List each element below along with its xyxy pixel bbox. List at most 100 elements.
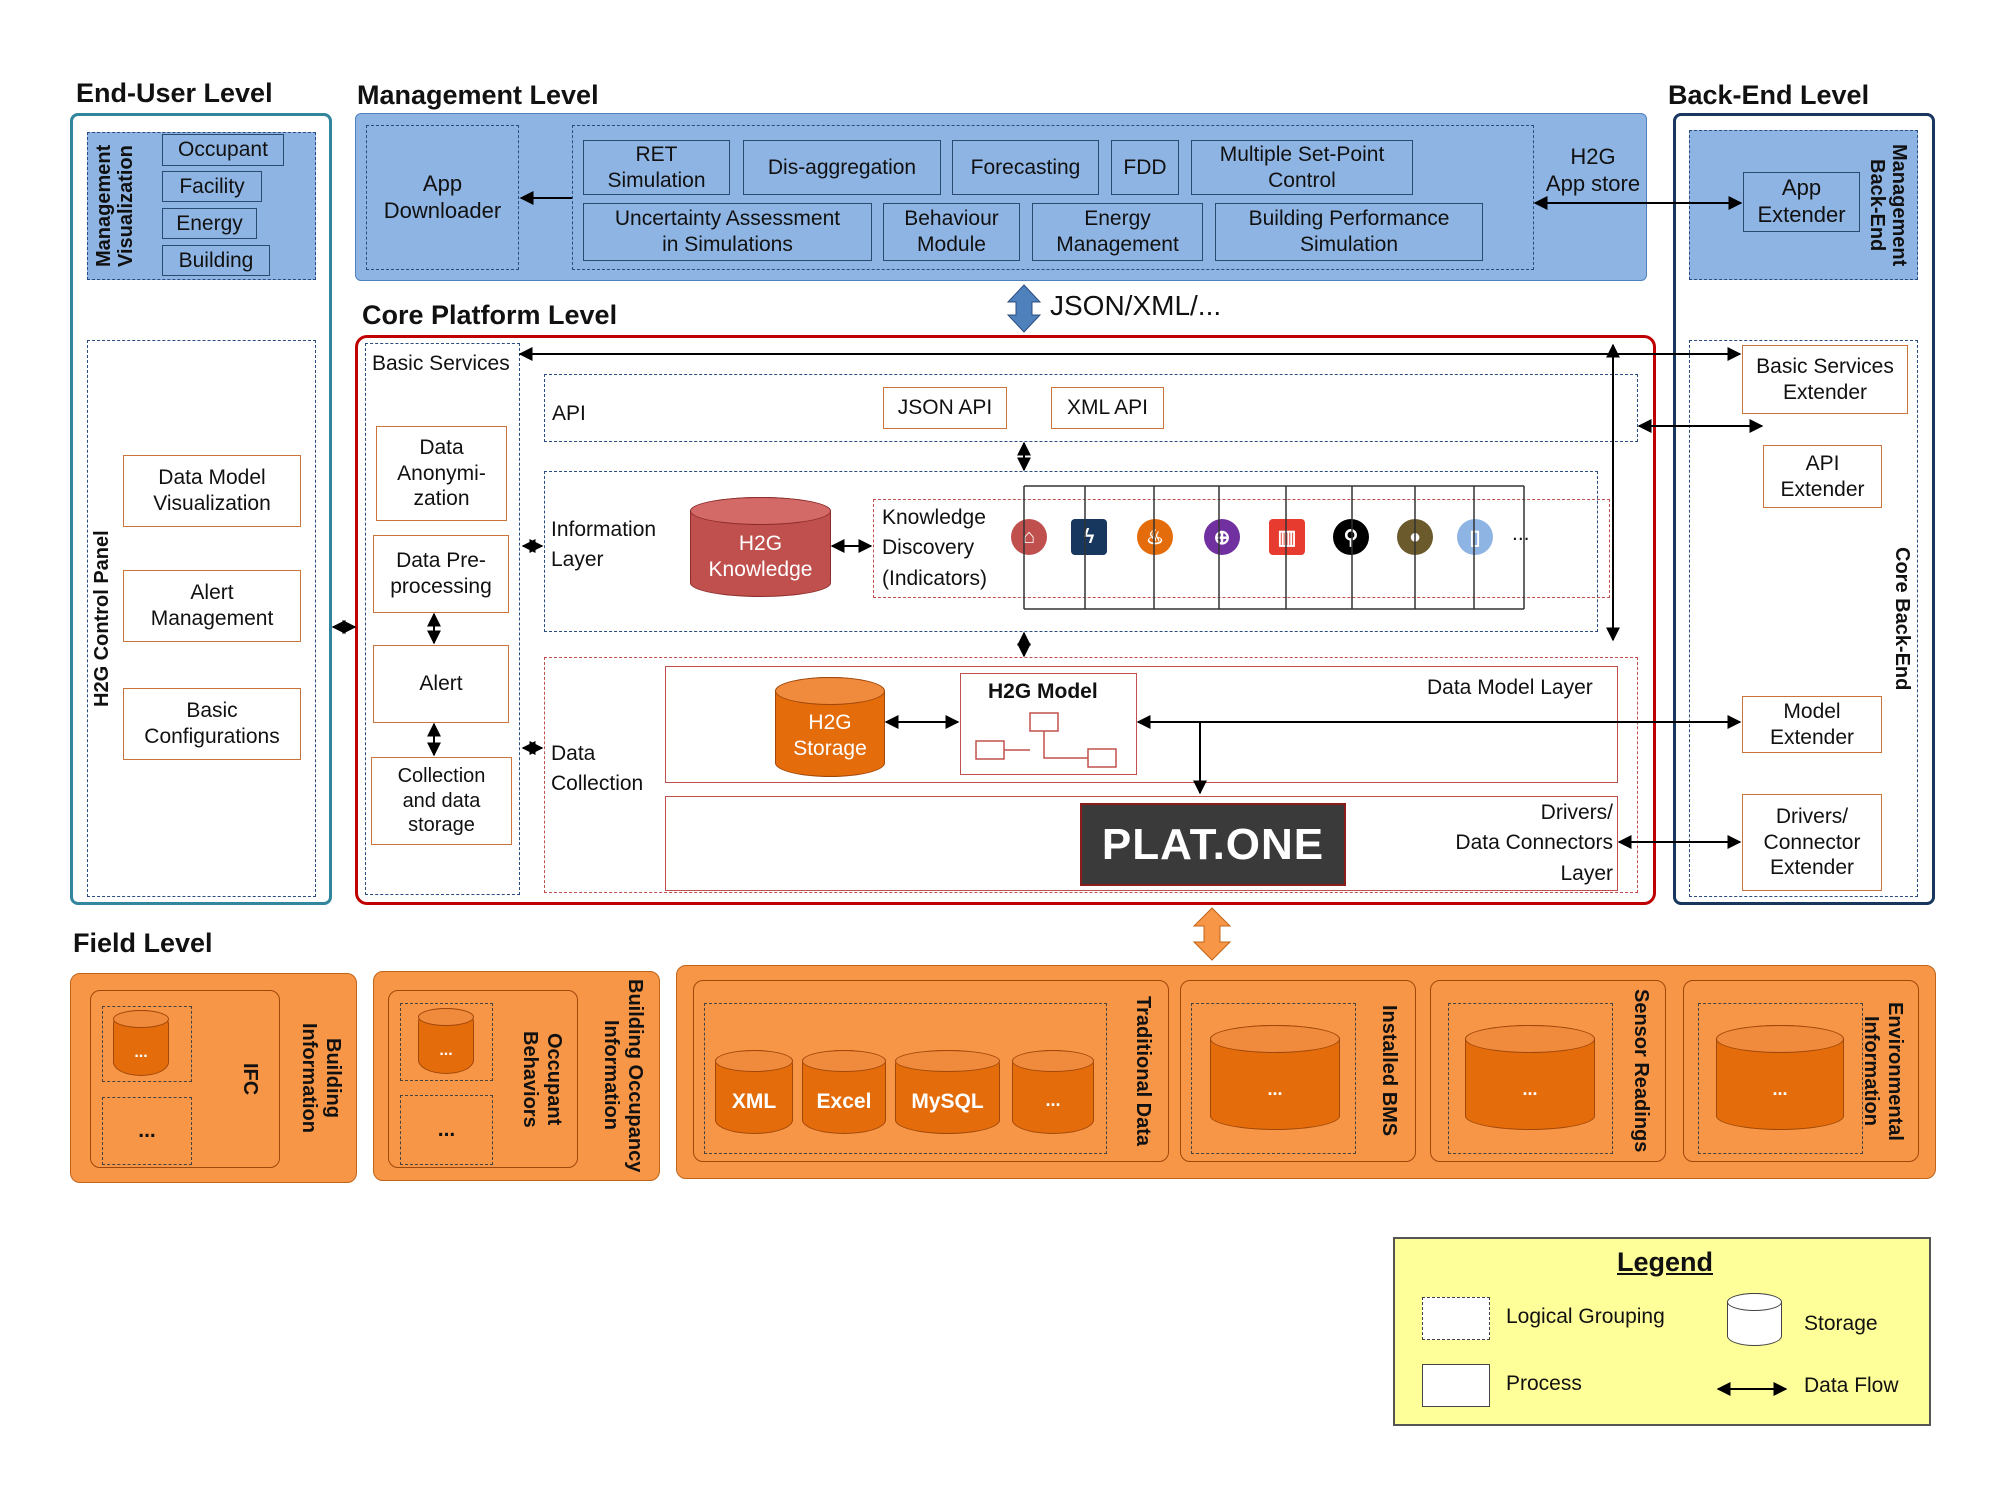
- fire-icon: ♨: [1137, 519, 1173, 555]
- app-dis-aggregation[interactable]: Dis-aggregation: [743, 140, 941, 195]
- app-multiple-set-point-control[interactable]: Multiple Set-Point Control: [1191, 140, 1413, 195]
- core-back-end-group: [1689, 340, 1918, 897]
- management-level-title: Management Level: [357, 80, 599, 110]
- mv-item-building[interactable]: Building: [162, 245, 270, 276]
- ifc-storage-slot: [102, 1006, 192, 1082]
- app-uncertainty-assessment[interactable]: Uncertainty Assessment in Simulations: [583, 203, 872, 261]
- drivers-layer-box: [665, 796, 1618, 891]
- mysql-storage: MySQL: [895, 1050, 1000, 1134]
- api-layer-group: [544, 374, 1638, 442]
- field-core-double-arrow: [1192, 907, 1232, 961]
- basic-services-group: [365, 343, 520, 895]
- json-xml-label: JSON/XML/...: [1050, 290, 1222, 321]
- app-energy-management[interactable]: Energy Management: [1032, 203, 1203, 261]
- legend-storage-label: Storage: [1804, 1312, 1878, 1335]
- end-user-level-title: End-User Level: [76, 78, 273, 108]
- lightning-icon: ϟ: [1071, 519, 1107, 555]
- sensor-readings-inner: [1448, 1003, 1613, 1154]
- app-ret-simulation[interactable]: RET Simulation: [583, 140, 730, 195]
- environmental-inner: [1698, 1003, 1863, 1154]
- ifc-storage: ...: [113, 1010, 169, 1076]
- basic-services-extender-box[interactable]: Basic Services Extender: [1742, 345, 1908, 414]
- installed-bms-group: [1180, 980, 1416, 1162]
- traditional-data-inner: [704, 1003, 1107, 1154]
- app-fdd[interactable]: FDD: [1111, 140, 1179, 195]
- ifc-other-slot: ...: [102, 1097, 192, 1165]
- xml-api-box[interactable]: XML API: [1051, 387, 1164, 429]
- data-model-layer-title: Data Model Layer: [1427, 676, 1593, 699]
- h2g-knowledge-label: H2G Knowledge: [708, 532, 813, 581]
- data-model-visualization-box[interactable]: Data Model Visualization: [123, 455, 301, 527]
- legend-title: Legend: [1617, 1247, 1714, 1277]
- legend-flow-label: Data Flow: [1804, 1374, 1899, 1397]
- legend-process-swatch: [1422, 1364, 1490, 1407]
- knowledge-discovery-title: Knowledge Discovery (Indicators): [882, 506, 988, 590]
- app-building-performance-simulation[interactable]: Building Performance Simulation: [1215, 203, 1483, 261]
- back-end-level-panel: [1673, 113, 1935, 905]
- app-downloader-group: [366, 125, 519, 270]
- h2g-control-panel-title: H2G Control Panel: [90, 530, 113, 707]
- data-collection-title: Data Collection: [551, 742, 644, 796]
- mv-item-energy[interactable]: Energy: [162, 208, 257, 239]
- app-behaviour-module[interactable]: Behaviour Module: [883, 203, 1020, 261]
- thermometer-icon: ⊕: [1204, 519, 1240, 555]
- h2g-app-store-label: H2G App store: [1545, 144, 1641, 196]
- sensor-readings-title: Sensor Readings: [1630, 989, 1653, 1153]
- building-occupancy-group: [373, 971, 660, 1181]
- installed-bms-title: Installed BMS: [1378, 1005, 1401, 1137]
- legend-logical-label: Logical Grouping: [1506, 1305, 1665, 1328]
- mv-item-facility[interactable]: Facility: [162, 171, 262, 202]
- data-anonymization-box[interactable]: Data Anonymi- zation: [376, 426, 507, 521]
- app-downloader-label[interactable]: App Downloader: [383, 170, 502, 223]
- management-level-panel: [355, 113, 1647, 281]
- factory-icon: ⌂: [1011, 519, 1047, 555]
- building-information-title: Building Information: [298, 1022, 344, 1133]
- collection-and-data-storage-box[interactable]: Collection and data storage: [371, 757, 512, 845]
- legend-storage-swatch: [1727, 1293, 1782, 1346]
- json-api-box[interactable]: JSON API: [883, 387, 1007, 429]
- api-extender-box[interactable]: API Extender: [1763, 445, 1882, 508]
- h2g-knowledge-storage: H2G Knowledge: [690, 497, 831, 597]
- platone-logo: PLAT.ONE: [1080, 803, 1346, 886]
- ifc-title: IFC: [239, 1062, 262, 1096]
- h2g-model-title: H2G Model: [988, 680, 1098, 703]
- basic-configurations-box[interactable]: Basic Configurations: [123, 688, 301, 760]
- app-extender-box[interactable]: App Extender: [1743, 172, 1860, 232]
- h2g-storage-label: H2G Storage: [793, 711, 867, 760]
- excel-storage: Excel: [802, 1050, 886, 1134]
- api-layer-title: API: [552, 402, 586, 425]
- core-platform-panel: [355, 335, 1656, 905]
- model-extender-box[interactable]: Model Extender: [1742, 696, 1882, 753]
- h2g-app-store-group: [572, 125, 1534, 270]
- mv-item-occupant[interactable]: Occupant: [162, 134, 284, 166]
- occupant-other-slot: ...: [400, 1095, 493, 1165]
- alert-management-box[interactable]: Alert Management: [123, 570, 301, 642]
- sensor-storage: ...: [1465, 1025, 1595, 1130]
- light-bulb-icon: ●: [1397, 519, 1433, 555]
- bms-storage: ...: [1210, 1025, 1340, 1130]
- h2g-control-panel-group: [87, 340, 316, 897]
- legend-logical-swatch: [1422, 1297, 1490, 1340]
- data-collection-group: [544, 657, 1638, 893]
- traditional-data-title: Traditional Data: [1132, 995, 1155, 1147]
- h2g-storage: H2G Storage: [775, 677, 885, 777]
- traditional-data-group: [693, 980, 1169, 1162]
- drivers-connector-extender-box[interactable]: Drivers/ Connector Extender: [1742, 794, 1882, 891]
- core-platform-level-title: Core Platform Level: [362, 300, 618, 330]
- installed-bms-inner: [1191, 1003, 1356, 1154]
- occupant-behaviors-group: [388, 990, 578, 1168]
- data-preprocessing-box[interactable]: Data Pre- processing: [373, 535, 509, 613]
- other-traditional-storage: ...: [1012, 1050, 1094, 1134]
- occupant-storage: ...: [418, 1008, 474, 1074]
- environmental-storage: ...: [1716, 1025, 1844, 1130]
- app-forecasting[interactable]: Forecasting: [952, 140, 1099, 195]
- water-bottle-icon: ▯: [1457, 519, 1493, 555]
- occupant-storage-slot: [400, 1003, 493, 1081]
- environmental-information-group: [1683, 980, 1919, 1162]
- alert-box[interactable]: Alert: [373, 645, 509, 723]
- information-layer-group: [544, 471, 1598, 632]
- management-back-end-title: Management Back-End: [1866, 143, 1910, 267]
- basic-services-title: Basic Services: [372, 352, 510, 375]
- radiator-icon: ▥: [1269, 519, 1305, 555]
- occupant-behaviors-title: Occupant Behaviors: [519, 1030, 565, 1128]
